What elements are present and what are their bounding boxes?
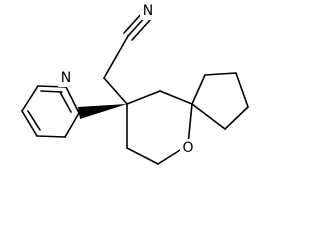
bond-ch2-nitrile-c (103, 35, 129, 79)
atom-label-pyridine-n: N (58, 69, 74, 87)
atom-label-ring-o: O (180, 139, 196, 157)
stereo-wedge-bond (78, 104, 127, 119)
pyridine-ring (21, 85, 80, 138)
pyridine-n-text: N (61, 70, 71, 86)
ring-o-text: O (182, 140, 193, 156)
cyclopentane-ring (191, 72, 249, 130)
nitrile-n-text: N (143, 3, 153, 19)
bond-quaternary-c-ch2 (103, 77, 128, 105)
chemical-structure-diagram: N N O (21, 2, 249, 165)
atom-label-nitrile-n: N (140, 2, 156, 20)
